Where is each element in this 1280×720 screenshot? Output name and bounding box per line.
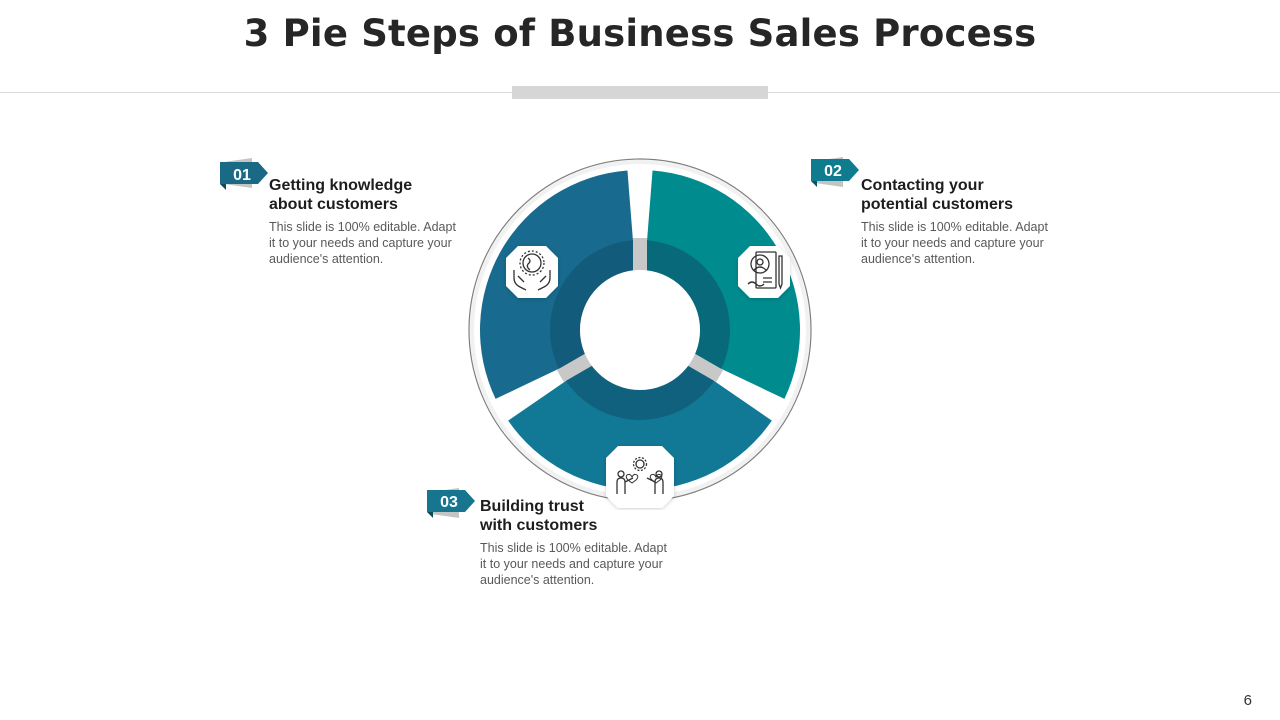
people-with-hearts-icon <box>616 456 664 494</box>
step-2-desc-line1: This slide is 100% editable. Adapt <box>861 220 1048 234</box>
icon-holder-3 <box>606 446 674 508</box>
header-accent-bar <box>512 86 768 99</box>
step-2-number: 02 <box>824 163 842 180</box>
step-3-desc-line3: audience's attention. <box>480 573 595 587</box>
step-1-badge: 01 <box>218 158 274 192</box>
segment-2 <box>644 170 800 399</box>
page-number: 6 <box>1243 692 1252 709</box>
step-2-heading-line1: Contacting your <box>861 177 984 194</box>
step-2-text: Contacting your potential customers This… <box>861 176 1076 267</box>
segment-3 <box>508 363 772 491</box>
step-1-desc-line2: it to your needs and capture your <box>269 236 452 250</box>
step-3-heading-line2: with customers <box>480 517 598 534</box>
step-2-description: This slide is 100% editable. Adapt it to… <box>861 219 1076 267</box>
step-3-heading: Building trust with customers <box>480 497 695 535</box>
step-1-description: This slide is 100% editable. Adapt it to… <box>269 219 484 267</box>
step-1-heading-line2: about customers <box>269 196 398 213</box>
contact-document-icon <box>747 251 783 290</box>
step-1-heading-line1: Getting knowledge <box>269 177 413 194</box>
step-2-desc-line2: it to your needs and capture your <box>861 236 1044 250</box>
pie-diagram <box>468 158 812 508</box>
step-3-description: This slide is 100% editable. Adapt it to… <box>480 540 695 588</box>
step-2-badge: 02 <box>809 157 865 191</box>
step-3-text: Building trust with customers This slide… <box>480 497 695 588</box>
gap-connector-top <box>633 238 647 272</box>
step-3-number: 03 <box>440 494 458 511</box>
step-2-heading: Contacting your potential customers <box>861 176 1076 214</box>
step-3-badge: 03 <box>425 488 481 522</box>
step-1-desc-line3: audience's attention. <box>269 252 384 266</box>
step-3-heading-line1: Building trust <box>480 498 584 515</box>
step-1-desc-line1: This slide is 100% editable. Adapt <box>269 220 456 234</box>
slide-title: 3 Pie Steps of Business Sales Process <box>243 12 1037 55</box>
step-1-heading: Getting knowledge about customers <box>269 176 484 214</box>
step-1-text: Getting knowledge about customers This s… <box>269 176 484 267</box>
step-3-desc-line2: it to your needs and capture your <box>480 557 663 571</box>
step-2-desc-line3: audience's attention. <box>861 252 976 266</box>
globe-in-hands-icon <box>513 250 551 291</box>
step-2-heading-line2: potential customers <box>861 196 1014 213</box>
step-1-number: 01 <box>233 167 251 184</box>
step-3-desc-line1: This slide is 100% editable. Adapt <box>480 541 667 555</box>
center-hole <box>580 270 700 390</box>
gap-connector-left <box>556 352 594 383</box>
gap-connector-right <box>686 352 724 383</box>
